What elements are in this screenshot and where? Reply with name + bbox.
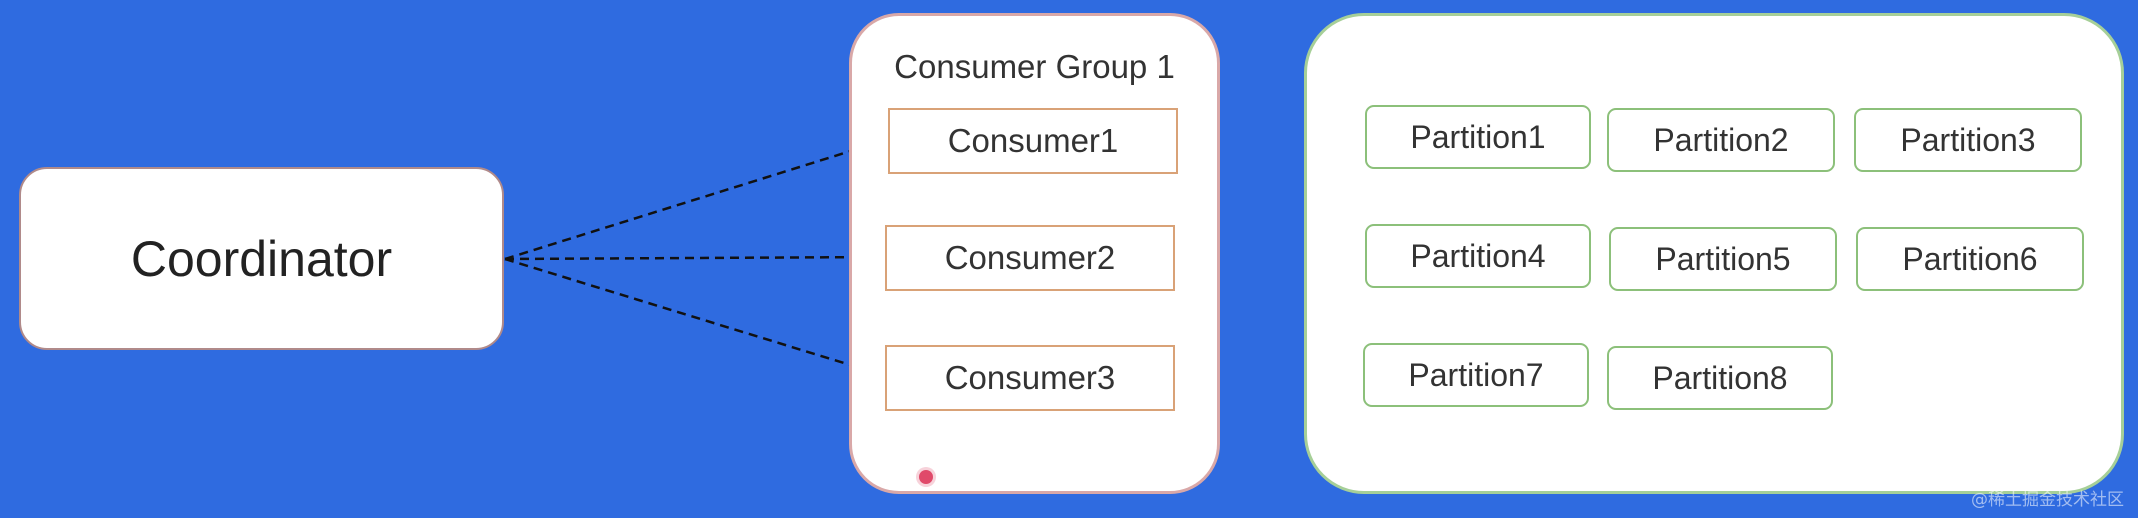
partition-label: Partition8 <box>1652 359 1788 396</box>
partition-label: Partition5 <box>1655 240 1791 277</box>
partition-node-3: Partition3 <box>1854 108 2082 172</box>
consumer-node-3: Consumer3 <box>885 345 1175 411</box>
partition-node-8: Partition8 <box>1607 346 1833 410</box>
consumer-label: Consumer3 <box>944 359 1116 396</box>
partition-label: Partition2 <box>1653 121 1789 158</box>
partition-node-2: Partition2 <box>1607 108 1835 172</box>
consumer-label: Consumer2 <box>944 239 1116 276</box>
coordinator-label: Coordinator <box>130 230 393 287</box>
partition-node-7: Partition7 <box>1363 343 1589 407</box>
partition-label: Partition1 <box>1410 118 1546 155</box>
partition-node-5: Partition5 <box>1609 227 1837 291</box>
arrow-to-consumer2 <box>504 252 884 263</box>
partition-label: Partition7 <box>1408 356 1544 393</box>
partition-label: Partition3 <box>1900 121 2036 158</box>
watermark-text: @稀土掘金技术社区 <box>1971 490 2124 510</box>
partition-node-1: Partition1 <box>1365 105 1591 169</box>
partition-label: Partition4 <box>1410 237 1546 274</box>
consumer-group-title: Consumer Group 1 <box>894 48 1175 85</box>
partition-node-4: Partition4 <box>1365 224 1591 288</box>
partition-node-6: Partition6 <box>1856 227 2084 291</box>
arrow-to-consumer1 <box>504 138 887 261</box>
arrow-to-consumer3 <box>504 257 884 377</box>
coordinator-node: Coordinator <box>19 167 504 350</box>
cursor-indicator-dot <box>919 470 933 484</box>
consumer-node-2: Consumer2 <box>885 225 1175 291</box>
consumer-node-1: Consumer1 <box>888 108 1178 174</box>
partition-label: Partition6 <box>1902 240 2038 277</box>
consumer-label: Consumer1 <box>947 122 1119 159</box>
